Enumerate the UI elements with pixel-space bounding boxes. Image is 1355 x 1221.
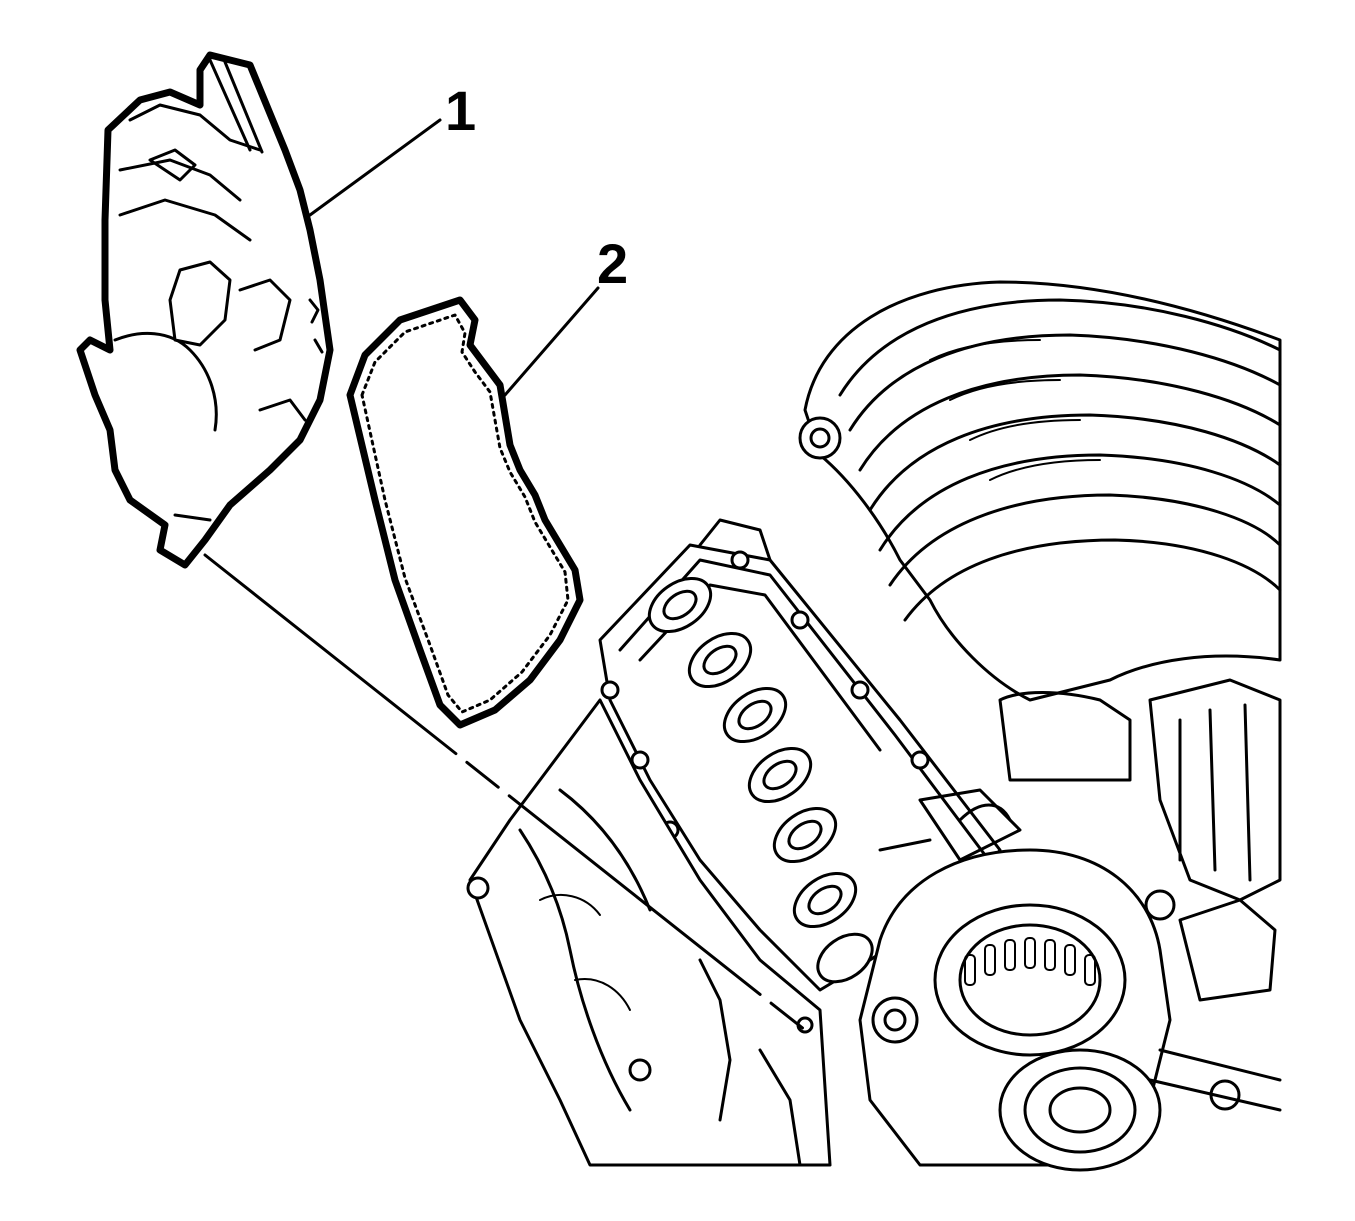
callout-2: 2 bbox=[503, 232, 628, 397]
callout-2-leader-line bbox=[503, 286, 600, 397]
callout-1-leader-line bbox=[308, 118, 442, 217]
alternator bbox=[858, 848, 1241, 1172]
rocker-arms bbox=[647, 576, 874, 984]
engine-assembly bbox=[466, 280, 1282, 1172]
intake-manifold bbox=[798, 280, 1282, 782]
callout-1: 1 bbox=[308, 79, 476, 217]
valve-cover-gasket bbox=[346, 296, 584, 729]
callout-1-label: 1 bbox=[445, 79, 476, 142]
alternator-vents bbox=[964, 937, 1096, 986]
alignment-line bbox=[203, 553, 807, 1032]
callout-2-label: 2 bbox=[597, 232, 628, 295]
cylinder-head bbox=[598, 518, 1002, 992]
accessory-brackets bbox=[878, 678, 1282, 1112]
valve-cover bbox=[76, 51, 334, 569]
engine-block bbox=[466, 698, 832, 1167]
